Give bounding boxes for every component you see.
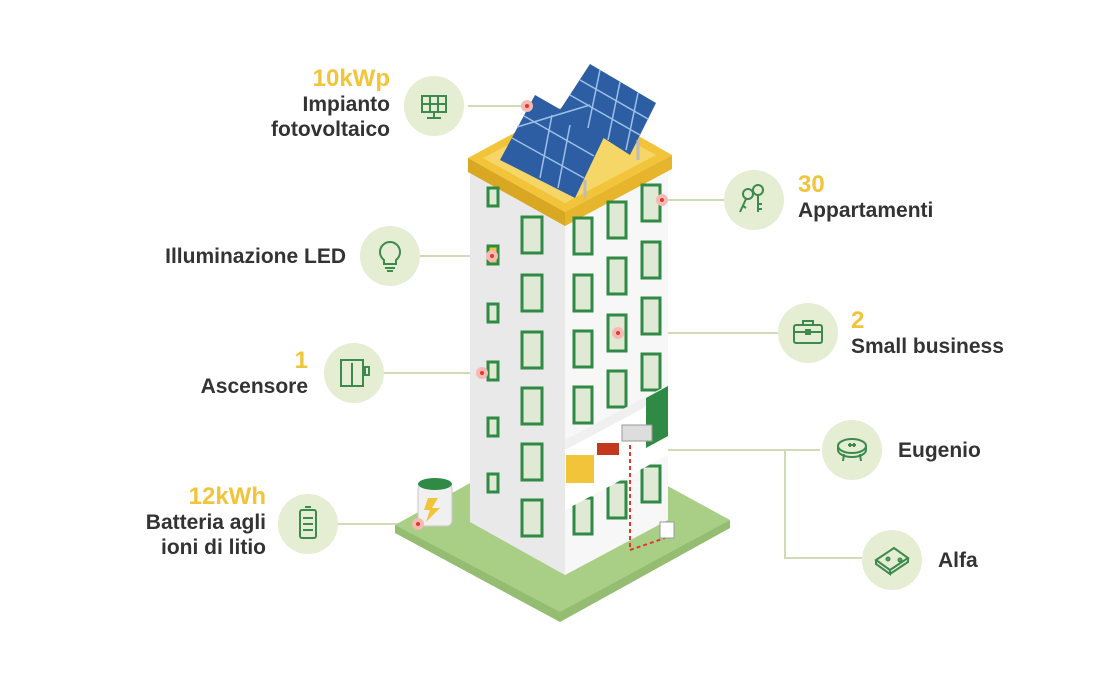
pv-line2: fotovoltaico bbox=[271, 118, 390, 141]
pv-line1: Impianto bbox=[302, 93, 391, 116]
elevator-icon bbox=[324, 343, 384, 403]
battery-line2: ioni di litio bbox=[161, 536, 266, 559]
alfa-label: Alfa bbox=[938, 548, 1058, 573]
cutaway-room bbox=[565, 385, 675, 552]
left-windows bbox=[486, 186, 544, 538]
solar-panels bbox=[500, 64, 656, 198]
markers bbox=[412, 100, 668, 530]
apartments-label: 30 Appartamenti bbox=[798, 172, 1018, 223]
battery-illustration bbox=[417, 478, 453, 527]
led-text: Illuminazione LED bbox=[165, 245, 346, 268]
apartments-value: 30 bbox=[798, 171, 825, 198]
sensor-hub-icon bbox=[822, 420, 882, 480]
lightbulb-icon bbox=[360, 226, 420, 286]
battery-value: 12kWh bbox=[188, 483, 266, 510]
eugenio-label: Eugenio bbox=[898, 438, 1058, 463]
eugenio-text: Eugenio bbox=[898, 439, 981, 462]
meter-device-icon bbox=[862, 530, 922, 590]
battery-icon bbox=[278, 494, 338, 554]
solar-panel-icon bbox=[404, 76, 464, 136]
led-label: Illuminazione LED bbox=[110, 244, 346, 269]
apartments-text: Appartamenti bbox=[798, 199, 934, 222]
alfa-text: Alfa bbox=[938, 549, 978, 572]
elevator-label: 1 Ascensore bbox=[150, 348, 308, 399]
business-label: 2 Small business bbox=[851, 308, 1091, 359]
business-value: 2 bbox=[851, 307, 865, 334]
battery-line1: Batteria agli bbox=[145, 511, 266, 534]
right-windows bbox=[572, 183, 662, 536]
elevator-value: 1 bbox=[294, 347, 308, 374]
briefcase-icon bbox=[778, 303, 838, 363]
business-text: Small business bbox=[851, 335, 1004, 358]
pv-value: 10kWp bbox=[312, 65, 390, 92]
keys-icon bbox=[724, 170, 784, 230]
battery-label: 12kWh Batteria agli ioni di litio bbox=[96, 484, 266, 560]
pv-label: 10kWp Impianto fotovoltaico bbox=[190, 66, 390, 142]
elevator-text: Ascensore bbox=[200, 375, 308, 398]
